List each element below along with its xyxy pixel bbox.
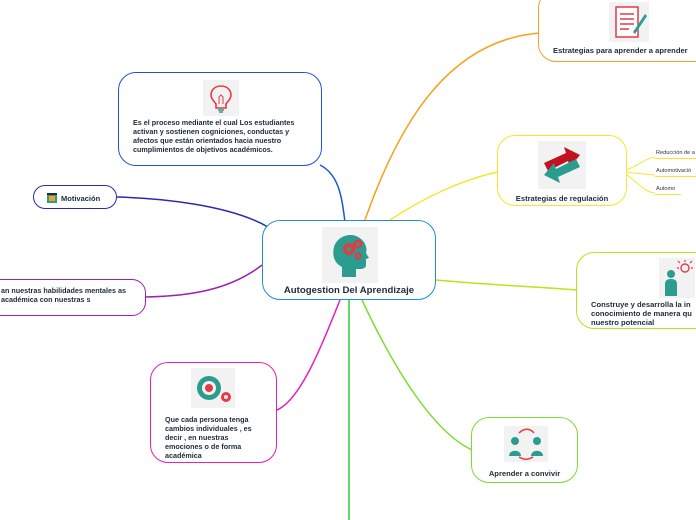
link-definition: [319, 164, 346, 223]
book-icon: [47, 193, 57, 203]
regulation-child-3[interactable]: Automo: [656, 186, 676, 192]
motivation-node[interactable]: Motivación: [33, 185, 117, 209]
link-motivation: [116, 196, 269, 228]
strategies-regulation-node[interactable]: Estrategias de regulación: [497, 135, 627, 206]
strategies-learn-node[interactable]: Estrategias para aprender a aprender: [538, 0, 696, 62]
skills-node[interactable]: an nuestras habilidades mentales as acad…: [0, 279, 146, 316]
people-exchange-icon: [504, 426, 548, 462]
link-learn: [364, 32, 541, 221]
link-change: [276, 299, 341, 411]
arrows-icon: [538, 141, 586, 189]
strategies-regulation-label: Estrategias de regulación: [515, 194, 609, 203]
skills-text: an nuestras habilidades mentales as acad…: [1, 286, 127, 304]
person-idea-icon: [659, 258, 695, 298]
regulation-child-1-line: [655, 158, 696, 159]
definition-node[interactable]: Es el proceso mediante el cual Los estud…: [118, 72, 322, 166]
build-node[interactable]: Construye y desarrolla la in conocimient…: [576, 252, 696, 329]
motivation-label: Motivación: [61, 194, 101, 203]
strategies-learn-label: Estrategias para aprender a aprender: [553, 46, 688, 55]
coexist-label: Aprender a convivir: [488, 469, 561, 478]
coexist-node[interactable]: Aprender a convivir: [471, 417, 578, 483]
lightbulb-icon: [203, 80, 239, 116]
regulation-child-2-line: [655, 176, 696, 177]
link-reg-child-2: [625, 171, 656, 176]
link-regulation: [389, 171, 499, 221]
change-text: Que cada persona tenga cambios individua…: [165, 415, 252, 460]
link-skills: [145, 264, 263, 298]
central-topic[interactable]: Autogestion Del Aprendizaje: [262, 220, 436, 300]
central-title: Autogestion Del Aprendizaje: [283, 285, 415, 296]
definition-text: Es el proceso mediante el cual Los estud…: [133, 118, 295, 154]
link-coexist: [361, 299, 473, 451]
regulation-child-1[interactable]: Reducción de a: [656, 150, 695, 156]
regulation-child-2[interactable]: Automotivació: [656, 168, 692, 174]
head-gears-icon: [322, 227, 378, 283]
link-reg-child-1: [625, 156, 656, 171]
change-node[interactable]: Que cada persona tenga cambios individua…: [150, 362, 277, 463]
build-text: Construye y desarrolla la in conocimient…: [591, 300, 692, 327]
document-pen-icon: [609, 2, 649, 42]
link-reg-child-3: [625, 173, 656, 194]
gear-icon: [191, 368, 235, 408]
regulation-child-3-line: [655, 194, 681, 195]
link-build: [435, 279, 578, 291]
